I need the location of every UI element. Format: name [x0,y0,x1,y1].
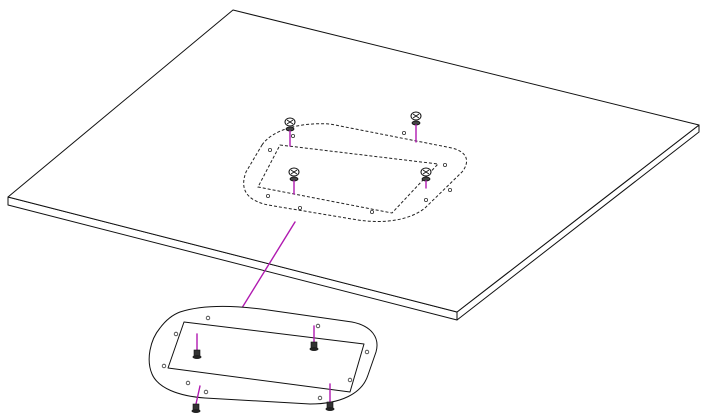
screw-icon [309,325,319,351]
mounting-footprint [243,123,468,222]
screw-icon [325,383,335,411]
footprint-outer-outline [243,123,468,222]
footprint-inner-square [257,144,440,214]
mounting-bracket-plate [148,306,378,405]
screw-icon [284,117,296,147]
screw-icon [192,333,202,359]
top-screws [284,111,432,195]
table-top-panel [7,9,700,321]
screw-icon [191,385,201,413]
bracket-outer-outline [148,306,378,405]
bottom-screws [191,325,335,413]
panel-top-face [7,9,700,313]
screw-icon [420,167,432,189]
screw-icon [410,111,422,143]
screw-icon [288,167,300,195]
bracket-inner-square [167,321,365,393]
